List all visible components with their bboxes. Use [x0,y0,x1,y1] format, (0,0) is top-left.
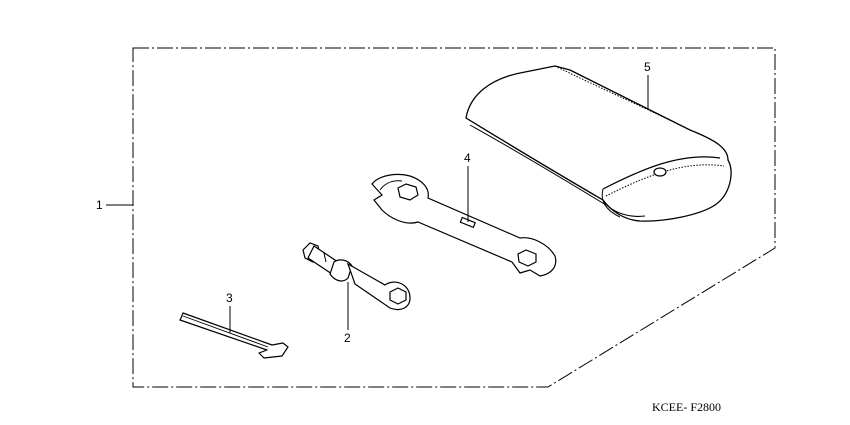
open-end-wrench-icon [371,173,557,277]
diagram-code: KCEE- F2800 [652,400,721,414]
callout-5: 5 [644,60,651,74]
callout-1: 1 [96,198,103,212]
socket-wrench-icon [302,242,411,311]
tool-bag-icon [465,65,732,222]
hex-key-icon [179,312,289,359]
callout-4: 4 [464,151,471,165]
callout-2: 2 [344,331,351,345]
callout-3: 3 [226,291,233,305]
group-outline [132,47,776,388]
